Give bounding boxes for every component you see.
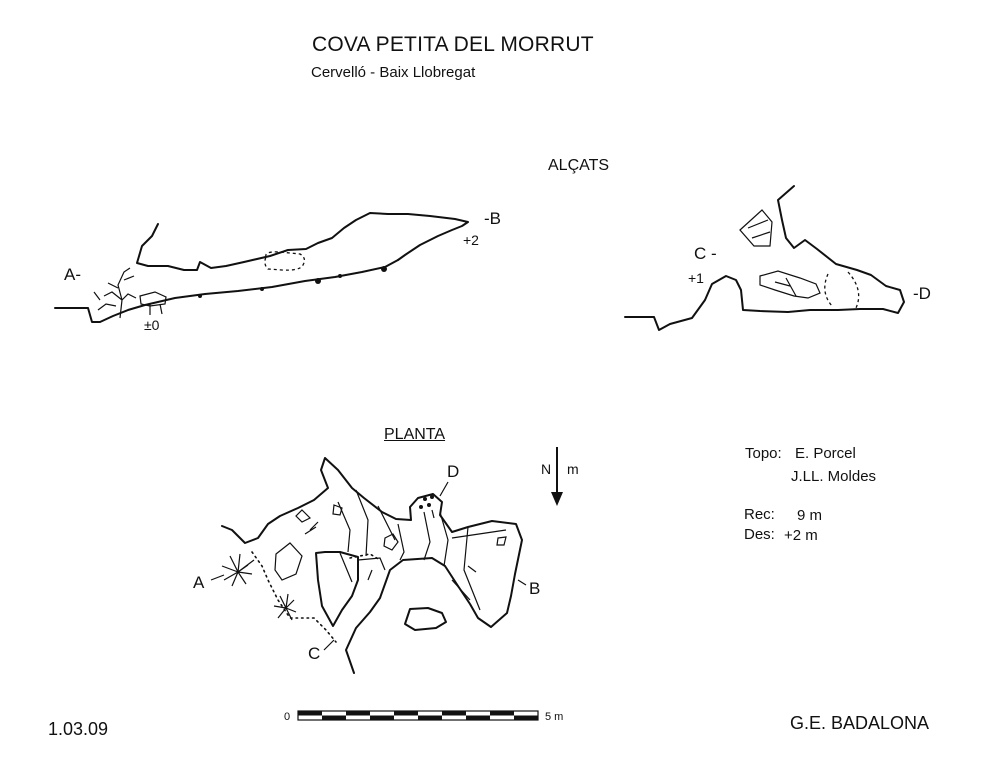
- label-b-elevation: -B: [484, 209, 501, 228]
- label-a-elevation: A-: [64, 265, 81, 284]
- survey-date: 1.03.09: [48, 719, 109, 739]
- surveyor-1: E. Porcel: [795, 445, 856, 462]
- label-c-elevation: C -: [694, 244, 717, 263]
- page-title: COVA PETITA DEL MORRUT: [312, 33, 594, 56]
- north-arrow: [551, 447, 563, 506]
- label-a-plan: A: [193, 573, 205, 592]
- label-d-elevation: -D: [913, 284, 931, 303]
- elevation-a-b: [54, 212, 469, 323]
- scale-start: 0: [284, 711, 291, 723]
- scale-bar: [297, 710, 539, 721]
- surveyor-2: J.LL. Moldes: [791, 468, 877, 485]
- rec-label: Rec:: [744, 506, 775, 523]
- des-value: +2 m: [784, 527, 818, 544]
- page-subtitle: Cervelló - Baix Llobregat: [311, 64, 476, 81]
- label-d-plan: D: [447, 462, 460, 481]
- label-c-plan: C: [308, 644, 321, 663]
- cave-plan: [210, 457, 527, 674]
- section-elevations: ALÇATS: [548, 157, 610, 174]
- elevation-c-d: [624, 185, 905, 331]
- label-b-plan: B: [529, 579, 541, 598]
- label-a-level: ±0: [144, 317, 160, 333]
- rec-value: 9 m: [797, 507, 823, 524]
- des-label: Des:: [744, 526, 775, 543]
- group-name: G.E. BADALONA: [790, 713, 930, 733]
- north-label: N: [541, 461, 552, 477]
- label-c-level: +1: [688, 270, 704, 286]
- north-unit: m: [567, 461, 579, 477]
- label-b-level: +2: [463, 232, 479, 248]
- topo-label: Topo:: [745, 445, 782, 462]
- section-plan: PLANTA: [384, 426, 446, 443]
- scale-end: 5 m: [545, 711, 564, 723]
